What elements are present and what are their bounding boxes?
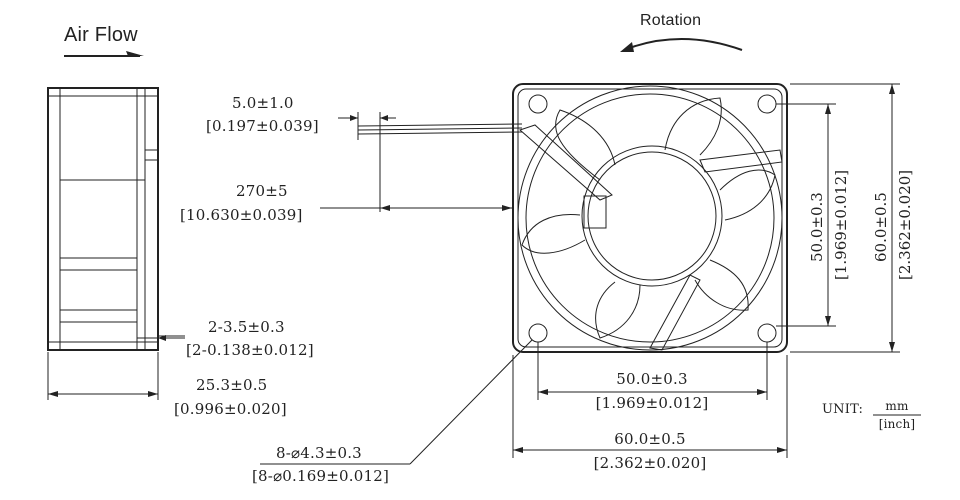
fan-side-view bbox=[47, 87, 159, 351]
depth-inch-label: [0.996±0.020] bbox=[174, 400, 287, 418]
hole-label: 8-⌀4.3±0.3 bbox=[276, 444, 362, 462]
unit-mm-label: mm bbox=[885, 399, 909, 413]
hole-spacing-v-label: 50.0±0.3 bbox=[808, 192, 826, 262]
unit-prefix-label: UNIT: bbox=[822, 402, 864, 417]
depth-dimension bbox=[47, 352, 159, 400]
lead-length-inch-label: [0.197±0.039] bbox=[206, 117, 319, 135]
lead-length-label: 5.0±1.0 bbox=[232, 94, 294, 112]
mount-hole-br bbox=[757, 323, 777, 343]
hole-spacing-v-inch-label: [1.969±0.012] bbox=[832, 169, 850, 280]
step-depth-label: 2-3.5±0.3 bbox=[208, 318, 285, 336]
rotation-arrow-icon bbox=[620, 38, 743, 52]
unit-inch-label: [inch] bbox=[878, 417, 916, 431]
rotation-label: Rotation bbox=[640, 12, 702, 29]
hole-spacing-h-label: 50.0±0.3 bbox=[616, 370, 688, 388]
step-depth-leader bbox=[137, 335, 185, 341]
width-dimension bbox=[512, 355, 788, 458]
height-label: 60.0±0.5 bbox=[872, 192, 890, 262]
hole-spacing-h-inch-label: [1.969±0.012] bbox=[595, 394, 709, 412]
width-label: 60.0±0.5 bbox=[614, 430, 686, 448]
air-flow-arrow-icon bbox=[64, 51, 144, 57]
vertical-hole-spacing-dimension bbox=[776, 103, 836, 327]
height-inch-label: [2.362±0.020] bbox=[896, 169, 914, 280]
fan-front-view bbox=[512, 83, 788, 353]
hole-leader bbox=[260, 339, 533, 465]
hole-inch-label: [8-⌀0.169±0.012] bbox=[252, 467, 389, 485]
width-inch-label: [2.362±0.020] bbox=[593, 454, 707, 472]
step-depth-inch-label: [2-0.138±0.012] bbox=[186, 341, 314, 359]
depth-label: 25.3±0.5 bbox=[196, 376, 268, 394]
mount-hole-tl bbox=[528, 94, 548, 114]
wire-length-inch-label: [10.630±0.039] bbox=[180, 206, 303, 224]
height-dimension bbox=[790, 83, 900, 353]
horizontal-hole-spacing-dimension bbox=[537, 342, 768, 400]
air-flow-label: Air Flow bbox=[64, 24, 138, 46]
wire-length-dimension bbox=[320, 205, 512, 211]
mount-hole-bl bbox=[528, 323, 548, 343]
lead-length-dimension bbox=[338, 112, 396, 212]
lead-wires bbox=[357, 123, 523, 135]
wire-length-label: 270±5 bbox=[236, 182, 288, 200]
mount-hole-tr bbox=[757, 94, 777, 114]
